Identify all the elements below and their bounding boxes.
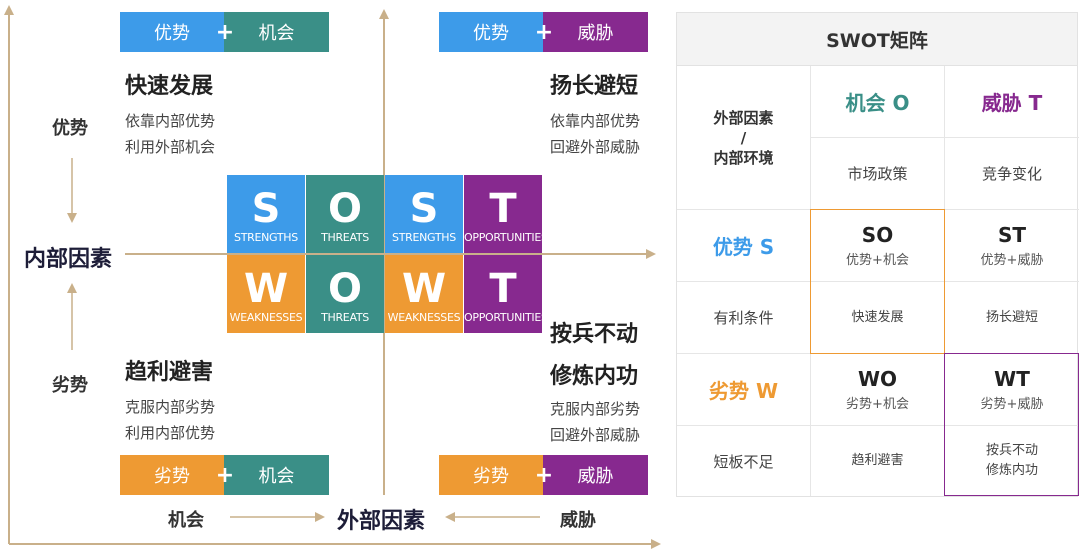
table-header-threat: 威胁 T	[945, 66, 1079, 138]
axis-title-internal: 内部因素	[24, 241, 113, 273]
swot-matrix-table: SWOT矩阵 外部因素 / 内部环境 机会 O 威胁 T 市场政策 竞争变化 优…	[676, 12, 1079, 497]
combo-opportunity-label: 机会	[224, 12, 329, 52]
table-cell-wo-desc: 趋利避害	[811, 426, 945, 496]
combo-plus: +	[534, 19, 554, 45]
quadrant-desc-line: 回避外部威胁	[550, 138, 641, 156]
quadrant-heading: 快速发展	[125, 74, 214, 99]
table-threat-sub: 竞争变化	[945, 138, 1079, 210]
quadrant-desc-line: 依靠内部优势	[125, 112, 216, 130]
combo-plus: +	[534, 462, 554, 488]
axis-label-strength: 优势	[52, 118, 88, 139]
table-strength-sub: 有利条件	[677, 282, 811, 354]
quadrant-heading: 修炼内功	[550, 364, 639, 389]
quadrant-desc-line: 克服内部劣势	[125, 398, 216, 416]
table-grid: 外部因素 / 内部环境 机会 O 威胁 T 市场政策 竞争变化 优势 S 有利条…	[676, 65, 1079, 497]
table-opportunity-sub: 市场政策	[811, 138, 945, 210]
combo-bottom-right: 劣势 威胁 +	[439, 455, 648, 495]
table-row-strength: 优势 S	[677, 210, 811, 282]
table-cell-so: SO 优势+机会	[811, 210, 945, 282]
axis-label-threat: 威胁	[560, 510, 596, 531]
table-cell-st-desc: 扬长避短	[945, 282, 1079, 354]
combo-strength-label: 优势	[439, 12, 543, 52]
table-cell-wt: WT 劣势+威胁	[945, 354, 1079, 426]
combo-weakness-label: 劣势	[120, 455, 224, 495]
quadrant-top-right: 扬长避短 依靠内部优势 回避外部威胁	[550, 68, 640, 160]
quadrant-heading: 扬长避短	[550, 74, 639, 99]
table-title: SWOT矩阵	[676, 12, 1078, 65]
table-weakness-sub: 短板不足	[677, 426, 811, 496]
combo-threat-label: 威胁	[543, 12, 648, 52]
combo-bottom-left: 劣势 机会 +	[120, 455, 329, 495]
axis-label-opportunity: 机会	[168, 510, 204, 531]
quadrant-heading: 按兵不动	[550, 322, 639, 347]
quadrant-bottom-left: 趋利避害 克服内部劣势 利用内部优势	[125, 354, 215, 446]
quadrant-heading: 趋利避害	[125, 360, 214, 385]
axis-label-weakness: 劣势	[52, 375, 88, 396]
combo-strength-label: 优势	[120, 12, 224, 52]
quadrant-desc-line: 利用内部优势	[125, 424, 216, 442]
quadrant-desc-line: 利用外部机会	[125, 138, 216, 156]
axis-lines	[4, 5, 661, 549]
table-corner-cell: 外部因素 / 内部环境	[677, 66, 811, 210]
combo-plus: +	[215, 462, 235, 488]
combo-top-right: 优势 威胁 +	[439, 12, 648, 52]
table-header-opportunity: 机会 O	[811, 66, 945, 138]
combo-threat-label: 威胁	[543, 455, 648, 495]
combo-top-left: 优势 机会 +	[120, 12, 329, 52]
combo-opportunity-label: 机会	[224, 455, 329, 495]
quadrant-desc-line: 回避外部威胁	[550, 426, 641, 444]
combo-plus: +	[215, 19, 235, 45]
quadrant-desc-line: 克服内部劣势	[550, 400, 641, 418]
quadrant-bottom-right: 按兵不动 修炼内功 克服内部劣势 回避外部威胁	[550, 316, 640, 448]
axis-title-external: 外部因素	[337, 503, 426, 535]
combo-weakness-label: 劣势	[439, 455, 543, 495]
table-cell-wt-desc: 按兵不动 修炼内功	[985, 443, 1038, 478]
table-row-weakness: 劣势 W	[677, 354, 811, 426]
quadrant-desc-line: 依靠内部优势	[550, 112, 641, 130]
table-cell-wo: WO 劣势+机会	[811, 354, 945, 426]
table-cell-st: ST 优势+威胁	[945, 210, 1079, 282]
table-cell-so-desc: 快速发展	[811, 282, 945, 354]
quadrant-top-left: 快速发展 依靠内部优势 利用外部机会	[125, 68, 215, 160]
